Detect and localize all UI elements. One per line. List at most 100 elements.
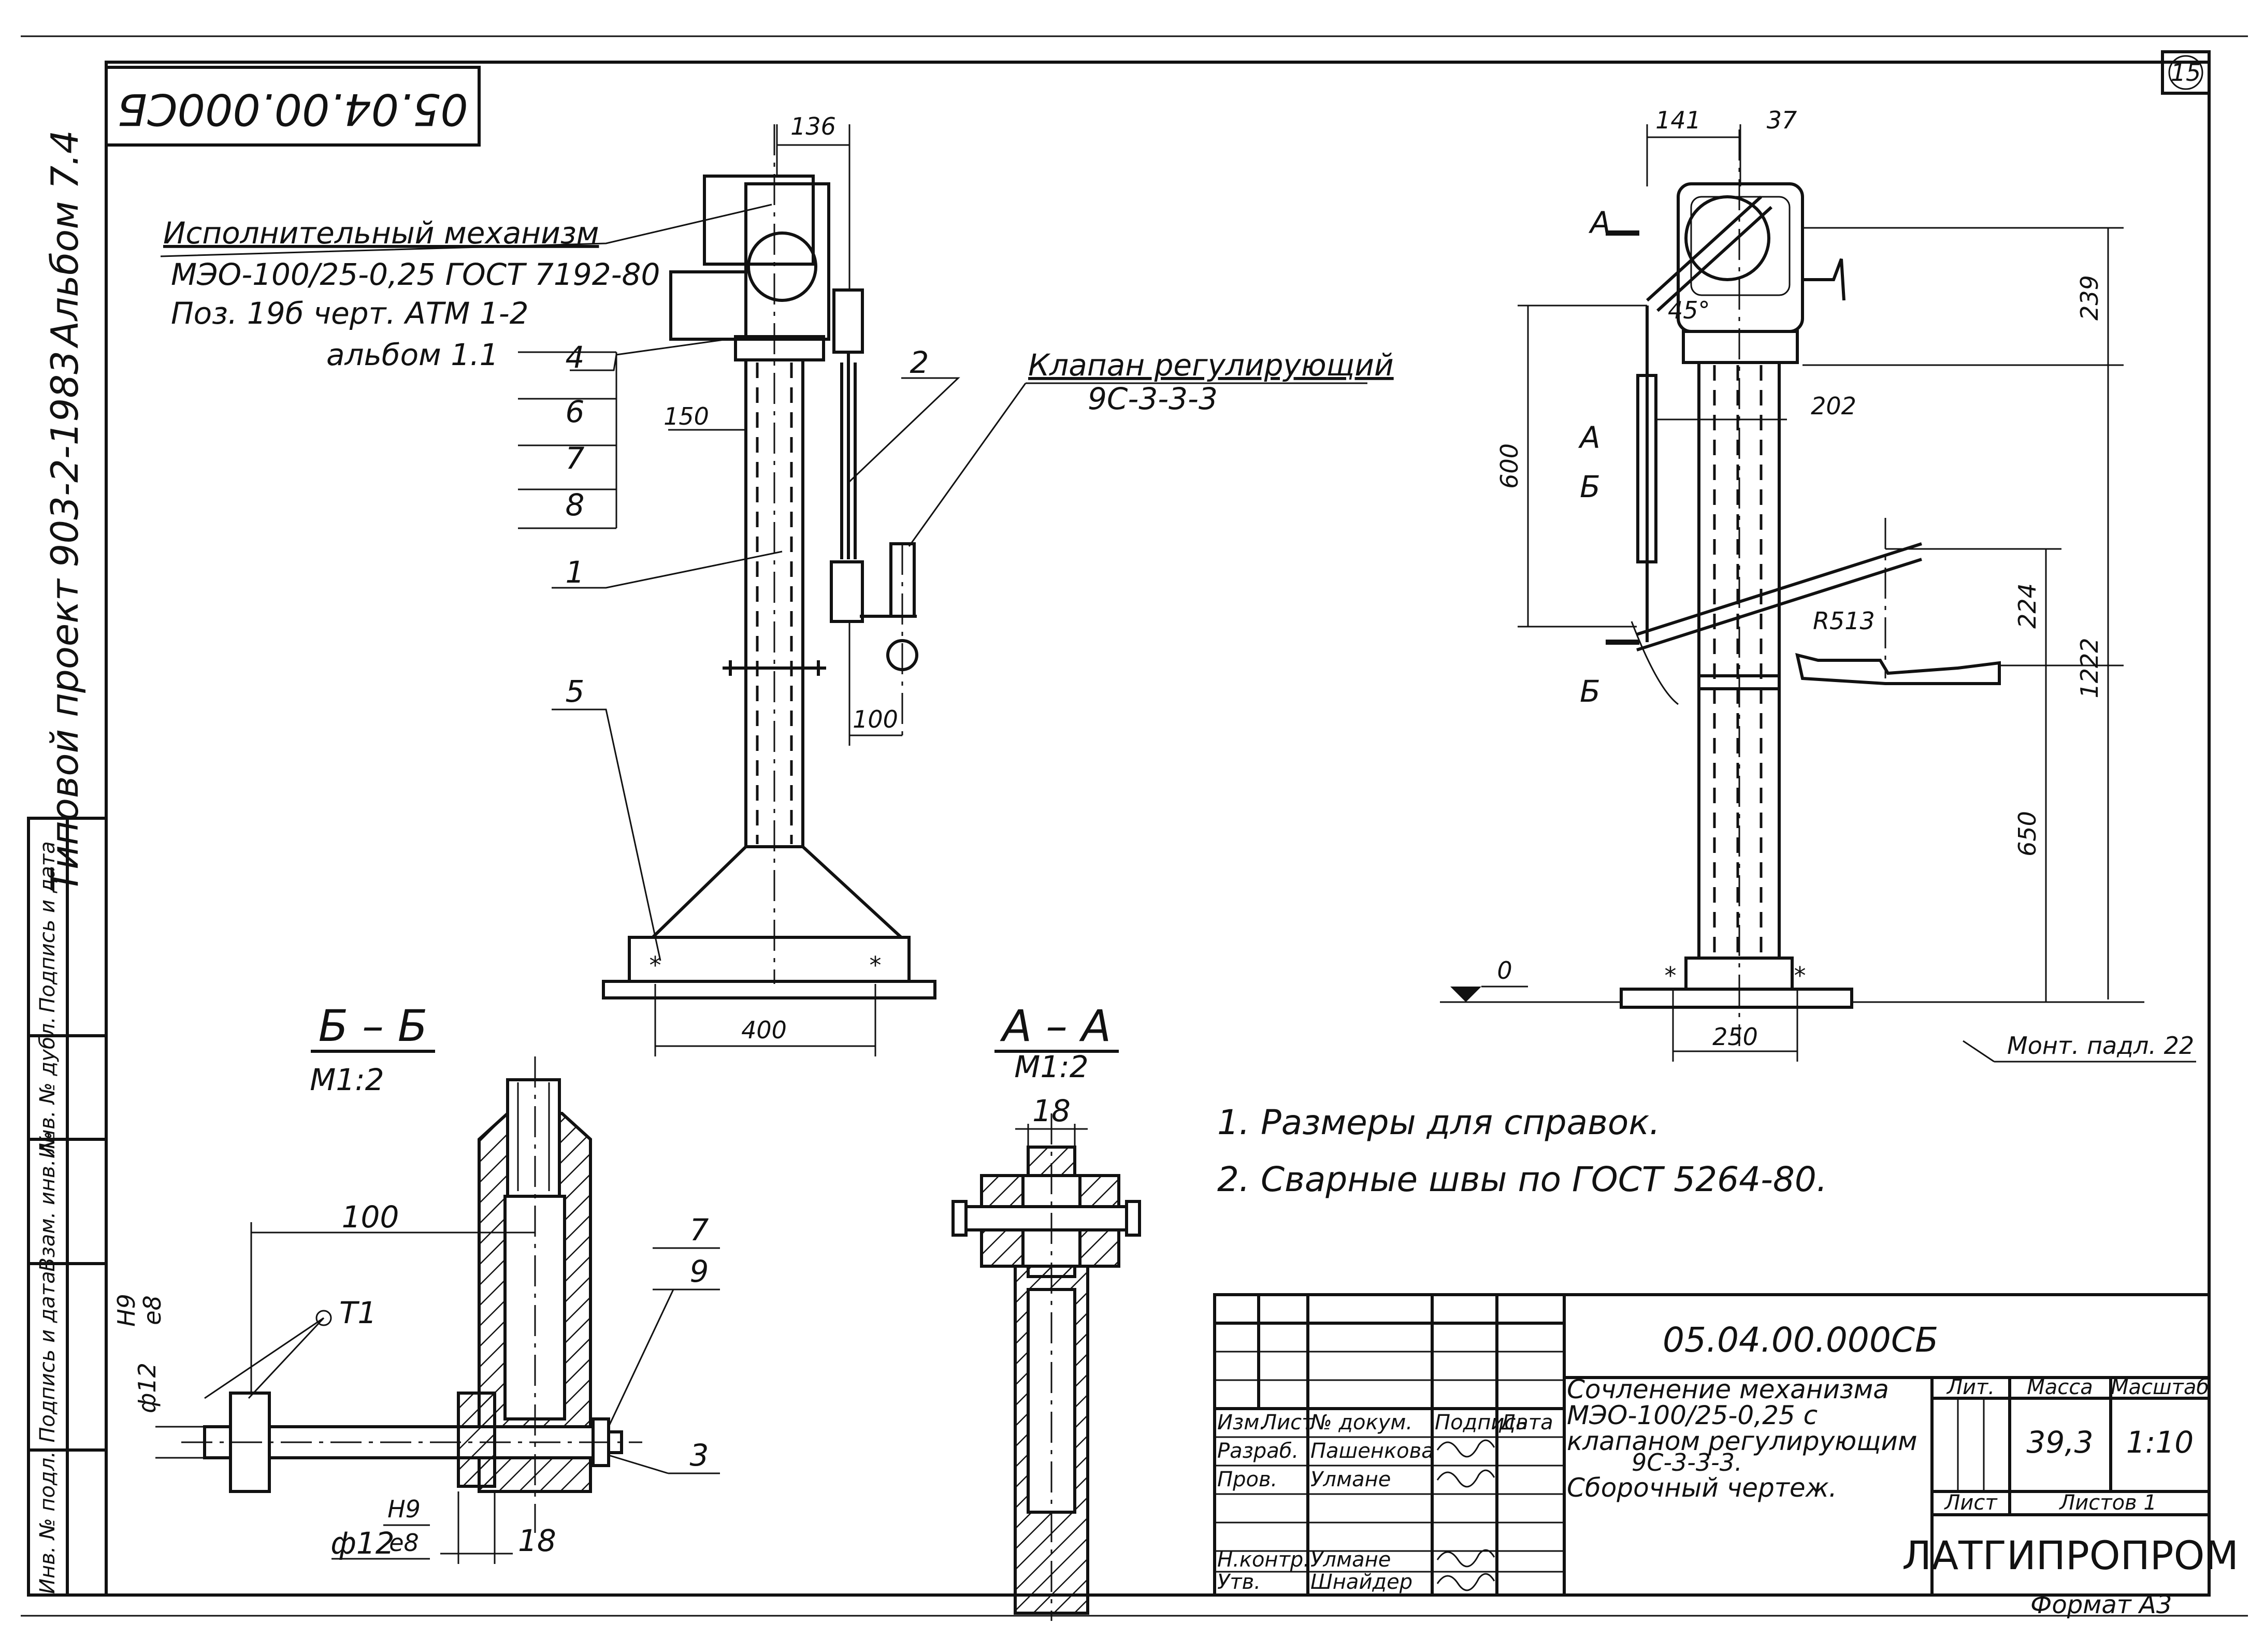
bb-pos-7: 7 [690,1212,709,1248]
tb-name-3: клапаном регулирующим [1567,1426,1917,1456]
tb-hdr-podp: Подпись [1435,1411,1528,1434]
dim-136: 136 [790,112,836,140]
pos-2: 2 [910,345,929,380]
section-bb-scale: М1:2 [310,1062,384,1097]
bb-pos-3: 3 [690,1438,709,1473]
inverted-code-box: 05.04.00.000СБ [105,66,481,147]
pos-6: 6 [566,394,585,429]
tb-utv-role: Утв. [1217,1570,1261,1594]
svg-text:*: * [1794,962,1806,990]
aa-dim-18: 18 [1032,1093,1071,1128]
svg-text:*: * [870,951,882,979]
dim-250: 250 [1712,1023,1758,1051]
dim-650: 650 [2013,811,2041,857]
signature-prov [1436,1469,1495,1488]
mount-level: Монт. падл. 22 [2007,1032,2194,1060]
tb-nkontr-name: Улмане [1310,1548,1391,1572]
note-1: 1. Размеры для справок. [1217,1103,1660,1142]
actuator-line4: альбом 1.1 [326,337,498,372]
title-block: Изм. Лист № докум. Подпись Дата Разраб. … [1213,1293,2239,1619]
dim-37: 37 [1767,106,1797,134]
section-bb-title: Б – Б [319,1001,428,1051]
tb-masshtab-val: 1:10 [2126,1425,2194,1460]
stamp-col-2: Инв. № дубл. [36,1017,60,1158]
dim-141: 141 [1655,106,1701,134]
tb-name-2: МЭО-100/25-0,25 с [1567,1400,1818,1430]
valve-line2: 9С-3-3-3 [1088,381,1218,416]
inverted-doc-code: 05.04.00.000СБ [117,84,468,135]
tb-hdr-izm: Изм. [1217,1411,1266,1434]
dim-1222: 1222 [2075,637,2103,698]
svg-text:*: * [1665,962,1677,990]
tb-razrab-name: Пашенкова [1310,1439,1434,1463]
notes: 1. Размеры для справок. 2. Сварные швы п… [1217,1103,1827,1199]
tb-hdr-list: Лист [1260,1411,1315,1434]
dim-100: 100 [853,705,898,733]
side-view: * * 141 37 239 202 600 R513 224 [1440,106,2196,1063]
tb-lit: Лит. [1946,1375,1995,1399]
stamp-col-5: Инв. № подл. [36,1451,60,1594]
level-zero: 0 [1497,957,1512,984]
bb-fit-bot-e: е8 [389,1529,419,1557]
bb-fit-top-h: Н9 [112,1294,140,1327]
bb-pos-9: 9 [690,1254,709,1289]
bb-t1: Т1 [339,1295,377,1330]
svg-text:*: * [650,951,661,979]
tb-format: Формат А3 [2030,1590,2172,1619]
tb-org: ЛАТГИПРОПРОМ [1902,1532,2239,1578]
pos-8: 8 [566,487,585,523]
dim-400: 400 [741,1016,787,1044]
tb-name-5: Сборочный чертеж. [1567,1473,1837,1503]
tb-masshtab: Масштаб [2111,1375,2209,1399]
tb-massa-val: 39,3 [2026,1425,2093,1460]
actuator-line2: МЭО-100/25-0,25 ГОСТ 7192-80 [171,257,660,292]
tb-list: Лист [1943,1491,1998,1515]
dim-202: 202 [1811,392,1856,420]
tb-massa: Масса [2027,1375,2093,1399]
tb-code: 05.04.00.000СБ [1663,1320,1938,1360]
stamp-col-3: Взам. инв. № [36,1131,60,1272]
cut-b-mid: Б [1580,469,1600,504]
tb-listov: Листов 1 [2058,1491,2157,1515]
pos-7: 7 [566,441,585,476]
stamp-col-4: Подпись и дата [36,1271,60,1442]
signature-nkontr [1436,1549,1495,1568]
tb-prov-name: Улмане [1310,1468,1391,1491]
tb-name-1: Сочленение механизма [1567,1374,1889,1404]
album-label: Альбом 7.4 [43,130,86,349]
dim-600: 600 [1495,443,1523,489]
tb-utv-name: Шнайдер [1310,1570,1412,1594]
section-aa-title: А – А [1000,1001,1111,1051]
section-bb: Б – Б М1:2 100 Н9 е8 ф12 Т1 18 Н9 [112,1001,720,1564]
pos-1: 1 [566,555,585,590]
front-view: * * 136 150 100 [160,112,1394,1056]
tb-prov-role: Пров. [1217,1468,1277,1491]
bb-fit-bot-h: Н9 [387,1495,421,1523]
dim-150: 150 [664,402,709,430]
left-margin: Альбом 7.4 Типовой проект 903-2-1983 Под… [27,130,108,1597]
section-aa-scale: М1:2 [1014,1049,1088,1084]
bb-fit-top-e: е8 [138,1295,166,1325]
valve-line1: Клапан регулирующий [1028,347,1394,383]
tb-hdr-data: Дата [1498,1411,1553,1434]
dim-239: 239 [2075,275,2103,321]
actuator-line3: Поз. 19б черт. АТМ 1-2 [171,296,529,331]
signature-utv [1436,1573,1495,1591]
cut-a-mid: А [1578,420,1600,455]
pos-5: 5 [566,674,585,709]
bb-dim-100: 100 [342,1199,399,1235]
tb-razrab-role: Разраб. [1217,1439,1299,1463]
bb-fit-bot-d: ф12 [330,1526,394,1561]
dim-224: 224 [2013,583,2041,629]
bb-dim-18: 18 [518,1523,556,1558]
cut-b-bot: Б [1580,674,1600,709]
signature-razrab [1436,1439,1495,1458]
bb-fit-top-d: ф12 [133,1363,161,1413]
actuator-line1: Исполнительный механизм [163,215,599,251]
pos-4: 4 [566,340,585,375]
section-aa: А – А М1:2 18 [951,1001,1141,1621]
dim-45deg: 45° [1668,296,1710,324]
tb-nkontr-role: Н.контр. [1217,1548,1310,1572]
project-label: Типовой проект 903-2-1983 [43,351,86,892]
